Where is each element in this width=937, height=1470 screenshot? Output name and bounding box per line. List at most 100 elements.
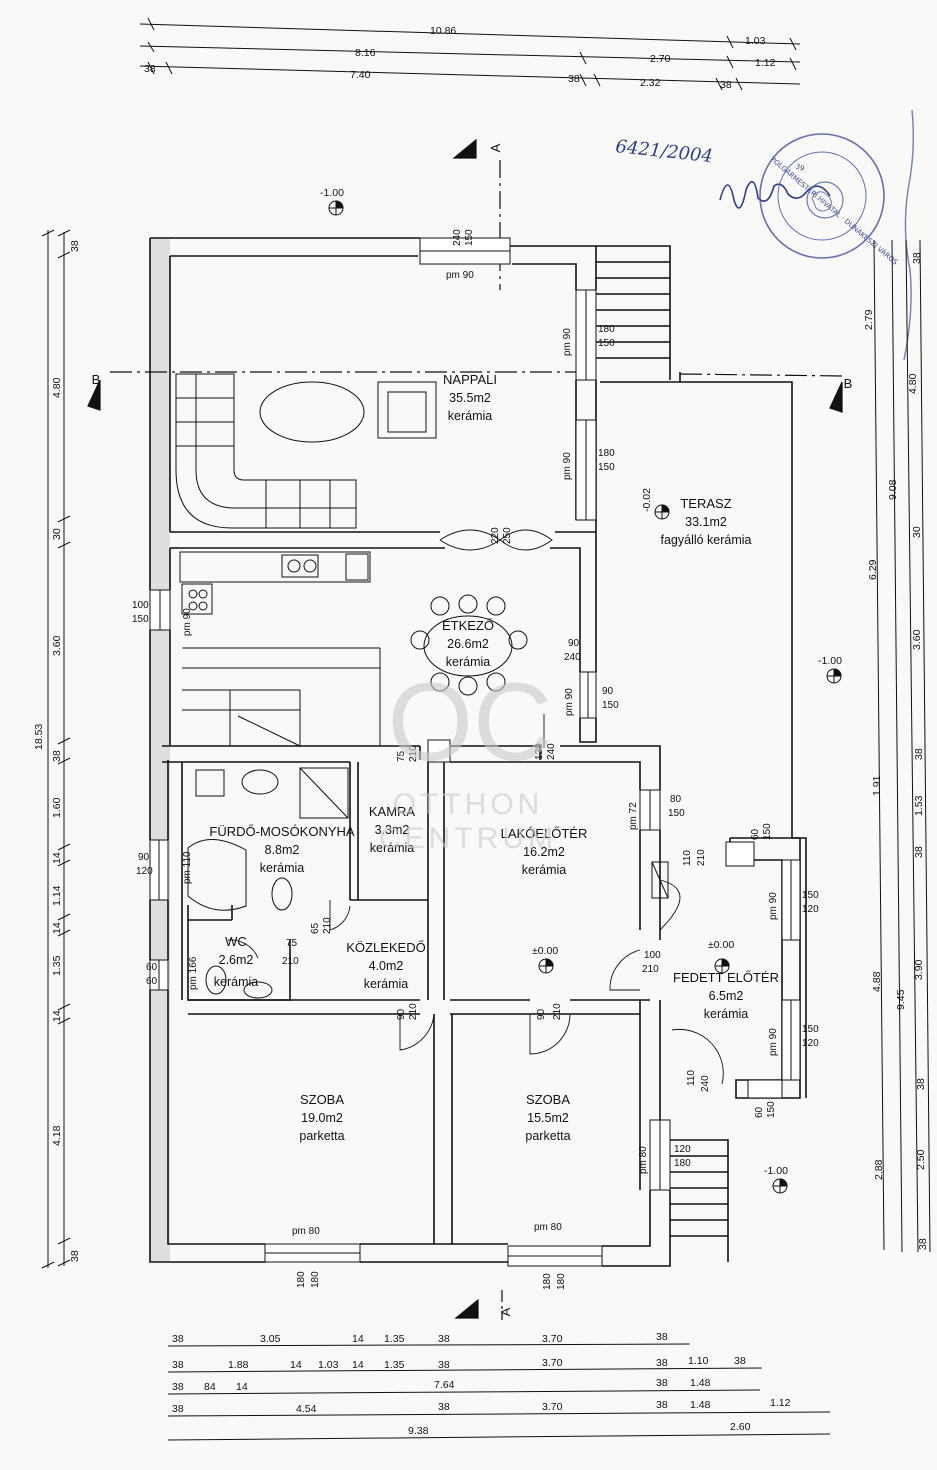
dim-b3-1-48: 1.48	[690, 1377, 711, 1389]
dim-top-1-12: 1.12	[755, 57, 776, 69]
win-bot2-h: 180	[542, 1273, 553, 1290]
opening-labels: 240 150 pm 90 pm 90 180 150 pm 90 180 15…	[132, 229, 819, 1290]
win-left1-h: 100	[132, 600, 149, 611]
room-kamra-floor: kerámia	[370, 841, 415, 855]
room-kozlekedo-floor: kerámia	[364, 977, 409, 991]
win-sz2-h: 120	[674, 1144, 691, 1155]
room-etkezo-floor: kerámia	[446, 655, 491, 669]
dim-b4-1-48: 1.48	[690, 1399, 711, 1411]
section-marks	[87, 138, 846, 1320]
dim-right-1-53: 1.53	[913, 795, 925, 816]
room-terasz-area: 33.1m2	[685, 515, 727, 529]
dim-b3-7-64: 7.64	[434, 1379, 455, 1391]
dim-b5-2-60: 2.60	[730, 1421, 751, 1433]
win-r3-pm: pm 90	[564, 688, 575, 716]
dim-right-38a: 38	[911, 252, 923, 264]
win-left2-w: 90	[138, 852, 150, 863]
dim-top-1-03: 1.03	[745, 35, 766, 47]
dim-b4-4-54: 4.54	[296, 1403, 317, 1415]
room-szoba2-floor: parketta	[525, 1129, 570, 1143]
dim-right-9-08: 9.08	[887, 479, 899, 500]
win-left3-pm: pm 166	[188, 956, 199, 990]
room-kozlekedo-area: 4.0m2	[369, 959, 404, 973]
section-a-top: A	[488, 143, 503, 152]
room-terasz: TERASZ 33.1m2 fagyálló kerámia	[660, 496, 751, 547]
door-etk-h: 220	[490, 527, 501, 544]
room-furdo-name: FÜRDŐ-MOSÓKONYHA	[209, 824, 355, 839]
dim-right-9-45: 9.45	[895, 989, 907, 1010]
windows	[149, 237, 801, 1267]
dim-left-38c: 38	[69, 1250, 81, 1262]
level-int-2: ±0.00	[708, 939, 734, 951]
dim-right-30: 30	[911, 526, 923, 538]
room-szoba2-name: SZOBA	[526, 1092, 570, 1107]
win-fed1-h: 150	[762, 823, 773, 840]
door-90b-w: 90	[396, 1008, 407, 1020]
win-r2-w: 150	[598, 462, 615, 473]
signature	[719, 180, 831, 209]
dim-b3-84: 84	[204, 1381, 216, 1393]
dim-b2-38b: 38	[438, 1359, 450, 1371]
win-top-w: 150	[464, 229, 475, 246]
room-lakoeloter: LAKÓELŐTÉR 16.2m2 kerámia	[501, 826, 588, 877]
dim-b4-1-12: 1.12	[770, 1397, 791, 1409]
dim-b1-1-35: 1.35	[384, 1333, 405, 1345]
win-top-pm: pm 90	[446, 270, 474, 281]
margin-handwriting	[903, 109, 915, 361]
room-fedett-area: 6.5m2	[709, 989, 744, 1003]
dim-top-10-86: 10.86	[430, 25, 456, 37]
dim-b1-14: 14	[352, 1333, 364, 1345]
room-lakoeloter-name: LAKÓELŐTÉR	[501, 826, 588, 841]
level-markers	[328, 200, 842, 1194]
dim-right-4-88: 4.88	[871, 971, 883, 992]
room-szoba1-floor: parketta	[299, 1129, 344, 1143]
dim-b2-1-88: 1.88	[228, 1359, 249, 1371]
bottom-dimension-lines	[167, 1343, 831, 1441]
bottom-dim-row-5: 9.38 2.60	[408, 1421, 751, 1437]
door-120-h: 240	[546, 743, 557, 760]
dim-right-3-60: 3.60	[911, 629, 923, 650]
wall-fill	[150, 238, 170, 1262]
room-fedett-name: FEDETT ELŐTÉR	[673, 970, 779, 985]
room-kozlekedo-name: KÖZLEKEDŐ	[346, 940, 425, 955]
dim-right-1-91: 1.91	[871, 775, 883, 796]
dim-b1-38b: 38	[438, 1333, 450, 1345]
room-wc-floor: kerámia	[214, 975, 259, 989]
win-r3-w: 150	[602, 700, 619, 711]
room-szoba-1: SZOBA 19.0m2 parketta	[299, 1092, 344, 1143]
door-90-w: 90	[568, 638, 580, 649]
section-b-left: B	[92, 372, 101, 387]
dim-b4-38b: 38	[438, 1401, 450, 1413]
win-bot2-w: 180	[556, 1273, 567, 1290]
dim-left-38b: 38	[51, 750, 63, 762]
room-wc-name: WC	[225, 934, 247, 949]
watermark-line2: CENTRUM	[379, 822, 557, 855]
right-dimension-lines	[873, 239, 931, 1253]
door-swings	[227, 529, 724, 1085]
win-fed4-h: 150	[766, 1101, 777, 1118]
dim-right-4-80: 4.80	[907, 373, 919, 394]
room-szoba2-area: 15.5m2	[527, 1111, 569, 1125]
top-dimension-lines	[139, 17, 801, 91]
dim-left-1-14: 1.14	[51, 885, 63, 906]
dim-b1-3-05: 3.05	[260, 1333, 281, 1345]
dim-b5-9-38: 9.38	[408, 1425, 429, 1437]
win-fed2-h: 150	[802, 890, 819, 901]
dim-b2-38d: 38	[734, 1355, 746, 1367]
win-r2-pm: pm 90	[562, 452, 573, 480]
win-left1-pm: pm 90	[182, 608, 193, 636]
dim-left-1-35: 1.35	[51, 955, 63, 976]
win-r2-h: 180	[598, 448, 615, 459]
win-left2-h: 120	[136, 866, 153, 877]
dim-right-38d: 38	[915, 1078, 927, 1090]
win-left1-w: 150	[132, 614, 149, 625]
win-fed4-w: 60	[754, 1106, 765, 1118]
win-left3-h: 60	[146, 976, 158, 987]
dim-left-4-80: 4.80	[51, 377, 63, 398]
win-fed1-w: 60	[750, 828, 761, 840]
dim-b2-14a: 14	[290, 1359, 302, 1371]
room-kamra: KAMRA 3.3m2 kerámia	[369, 804, 416, 855]
dim-top-38b: 38	[568, 73, 580, 85]
win-top-h: 240	[452, 229, 463, 246]
dim-top-2-70: 2.70	[650, 53, 671, 65]
